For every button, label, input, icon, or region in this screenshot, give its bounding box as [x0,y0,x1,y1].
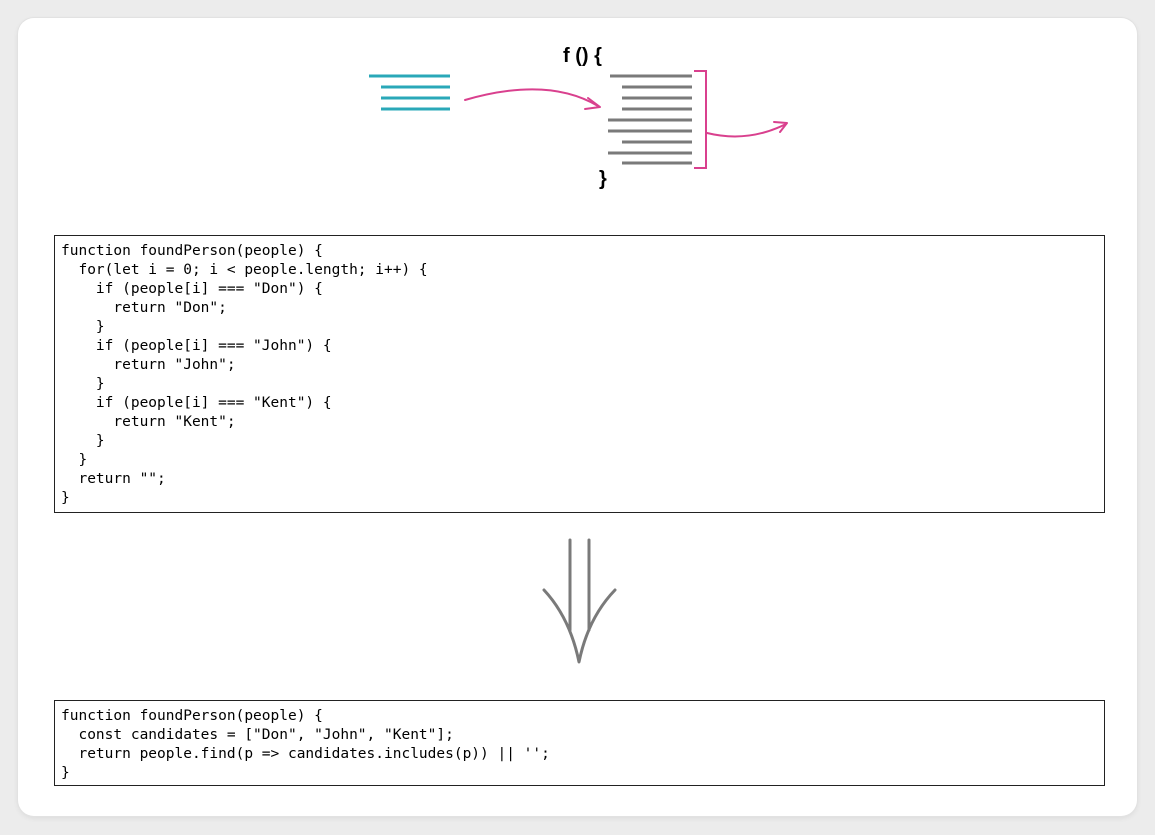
code-before-block: function foundPerson(people) { for(let i… [54,235,1105,513]
code-after-text: function foundPerson(people) { const can… [61,708,550,781]
function-open-label: f () { [563,45,602,67]
function-close-label: } [599,168,607,190]
function-body-lines [608,74,692,165]
output-arrow-icon [706,121,788,138]
output-bracket-icon [694,70,707,169]
code-before-text: function foundPerson(people) { for(let i… [61,243,428,506]
function-diagram [369,70,788,169]
code-after-block: function foundPerson(people) { const can… [54,700,1105,786]
input-arrow-icon [464,88,601,110]
content-card: f () { } function foundPerson(people) { … [18,18,1137,816]
input-lines-icon [369,74,450,111]
